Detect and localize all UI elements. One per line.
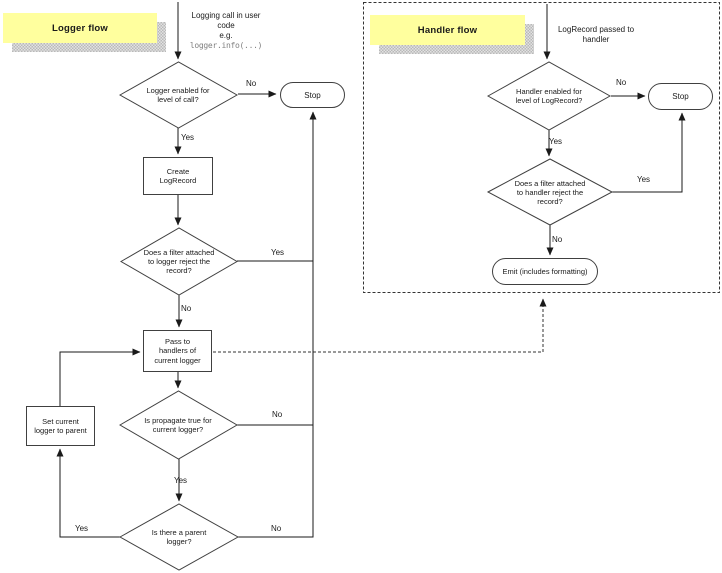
dtext-line: record?	[166, 266, 192, 275]
arrow-parent-yes-set	[56, 448, 120, 538]
process-set-logger-to-parent: Set current logger to parent	[26, 406, 95, 446]
label-filter-yes: Yes	[271, 248, 285, 257]
dtext-line: to handler reject the	[516, 188, 584, 197]
dtext-line: Is there a parent	[151, 528, 207, 537]
note-line: LogRecord passed to	[557, 25, 635, 34]
terminator-stop-handler: Stop	[648, 83, 713, 110]
handler-flow-title-label: Handler flow	[417, 24, 478, 36]
decision-logger-filter	[120, 227, 238, 296]
decision-logger-enabled	[118, 61, 239, 129]
dtext-line: Does a filter attached	[514, 179, 586, 188]
logger-flow-title: Logger flow	[3, 13, 157, 43]
dtext-line: level of LogRecord?	[515, 96, 583, 105]
decision-handler-filter	[486, 158, 614, 226]
logger-flow-title-label: Logger flow	[51, 22, 109, 34]
decision-parent-logger	[118, 503, 240, 571]
terminator-stop-logger: Stop	[280, 82, 345, 108]
process-pass-to-handlers: Pass to handlers of current logger	[143, 330, 212, 372]
decision-logger-filter-text: Does a filter attached to logger reject …	[129, 248, 229, 275]
label-enabled-yes: Yes	[181, 133, 195, 142]
dtext-line: Handler enabled for	[516, 87, 582, 96]
terminator-emit: Emit (includes formatting)	[492, 258, 598, 285]
proc-line: handlers of	[158, 346, 197, 356]
label-parent-yes: Yes	[75, 524, 89, 533]
label-filter-no: No	[181, 304, 192, 313]
process-create-logrecord: Create LogRecord	[143, 157, 213, 195]
decision-handler-filter-text: Does a filter attached to handler reject…	[500, 179, 600, 206]
decision-handler-enabled-text: Handler enabled for level of LogRecord?	[499, 87, 599, 105]
label-propagate-no: No	[272, 410, 283, 419]
stop-label: Stop	[304, 90, 321, 100]
note-line: handler	[582, 35, 610, 44]
proc-line: Create	[166, 166, 190, 176]
dtext-line: logger?	[166, 537, 192, 546]
arrow-pass-to-handler-flow-dashed	[213, 298, 547, 353]
emit-label: Emit (includes formatting)	[502, 267, 588, 276]
handler-start-note: LogRecord passed to handler	[548, 25, 644, 45]
label-hfilter-no: No	[552, 235, 563, 244]
dtext-line: to logger reject the	[147, 257, 211, 266]
arrow-hfilter-yes-stop	[612, 112, 686, 193]
dtext-line: Is propagate true for	[144, 416, 212, 425]
proc-line: current logger	[154, 355, 201, 365]
note-code-sample: logger.info(...)	[189, 41, 263, 50]
decision-propagate	[119, 390, 238, 460]
proc-line: Pass to	[164, 336, 190, 346]
proc-line: logger to parent	[34, 426, 87, 435]
arrow-set-back-to-pass	[59, 348, 141, 406]
dtext-line: current logger?	[152, 425, 204, 434]
dtext-line: record?	[537, 197, 563, 206]
note-line: code	[217, 21, 235, 30]
label-propagate-yes: Yes	[174, 476, 188, 485]
decision-propagate-text: Is propagate true for current logger?	[128, 416, 228, 434]
handler-flow-dashed-border	[363, 2, 720, 293]
line-parent-no-up-to-stop	[238, 111, 317, 538]
note-line: Logging call in user	[191, 11, 261, 20]
label-enabled-no: No	[246, 79, 257, 88]
decision-handler-enabled	[486, 61, 612, 131]
dtext-line: Logger enabled for	[146, 86, 210, 95]
proc-line: Set current	[42, 416, 79, 426]
handler-flow-title: Handler flow	[370, 15, 525, 45]
dtext-line: Does a filter attached	[143, 248, 215, 257]
label-henabled-no: No	[616, 78, 627, 87]
stop-label: Stop	[672, 92, 689, 101]
note-line: e.g.	[219, 31, 233, 40]
label-henabled-yes: Yes	[549, 137, 563, 146]
proc-line: LogRecord	[159, 176, 197, 185]
decision-logger-enabled-text: Logger enabled for level of call?	[128, 86, 228, 104]
label-hfilter-yes: Yes	[637, 175, 651, 184]
logger-start-note: Logging call in user code e.g. logger.in…	[180, 11, 272, 51]
label-parent-no: No	[271, 524, 282, 533]
dtext-line: level of call?	[157, 95, 199, 104]
decision-parent-logger-text: Is there a parent logger?	[129, 528, 229, 546]
